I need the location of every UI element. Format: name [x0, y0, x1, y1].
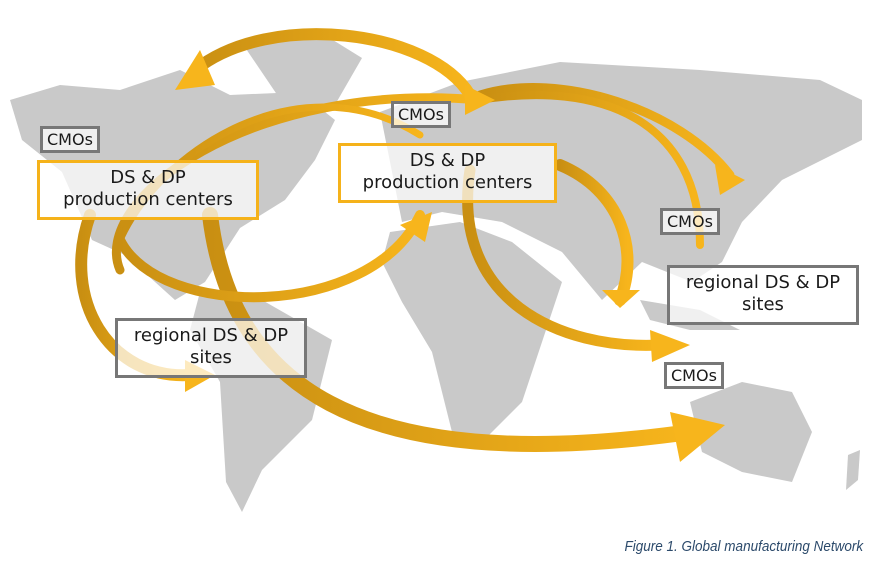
arrow-eu-to-na [189, 28, 476, 101]
arrowhead [670, 412, 725, 462]
arrowhead [602, 290, 640, 308]
arrow-eu-to-india [554, 159, 634, 306]
arrow-eu-to-sea [462, 164, 666, 351]
cmos-label: CMOs [398, 105, 444, 124]
box-line2: sites [190, 346, 232, 368]
box-line2: production centers [362, 171, 533, 193]
world-map [10, 28, 862, 512]
africa [382, 222, 562, 442]
box-line2: production centers [63, 188, 233, 210]
cmos-box-north-america: CMOs [40, 126, 100, 154]
box-line1: DS & DP [409, 150, 486, 171]
box-line2: sites [742, 293, 784, 315]
cmos-box-east-asia: CMOs [660, 208, 720, 236]
arrow-sa-to-eu [115, 210, 425, 303]
cmos-box-europe: CMOs [391, 101, 451, 129]
cmos-label: CMOs [667, 212, 713, 231]
cmos-box-southeast-asia: CMOs [664, 362, 724, 390]
arrowhead [400, 212, 432, 242]
arrowhead [465, 85, 495, 115]
cmos-label: CMOs [47, 130, 93, 149]
arrowheads [175, 50, 745, 462]
arrowhead [175, 50, 215, 90]
japan [740, 160, 760, 215]
eurasia [380, 62, 862, 300]
regional-sites-south-america: regional DS & DP sites [115, 318, 307, 378]
production-center-europe: DS & DP production centers [338, 143, 557, 203]
cmos-label: CMOs [671, 366, 717, 385]
arrow-na-to-australia [202, 207, 698, 452]
arrowhead [715, 165, 745, 195]
arrowhead [650, 330, 690, 362]
box-line1: regional DS & DP [133, 325, 289, 346]
box-line1: DS & DP [110, 167, 186, 188]
regional-sites-asia: regional DS & DP sites [667, 265, 859, 325]
new-zealand [846, 450, 860, 490]
australia [690, 382, 812, 482]
figure-caption: Figure 1. Global manufacturing Network [624, 538, 863, 555]
arrow-eu-to-asia [475, 83, 735, 180]
greenland [240, 32, 362, 110]
box-line1: regional DS & DP [685, 272, 841, 293]
arrow-asia-to-eu [476, 91, 704, 249]
production-center-north-america: DS & DP production centers [37, 160, 259, 220]
